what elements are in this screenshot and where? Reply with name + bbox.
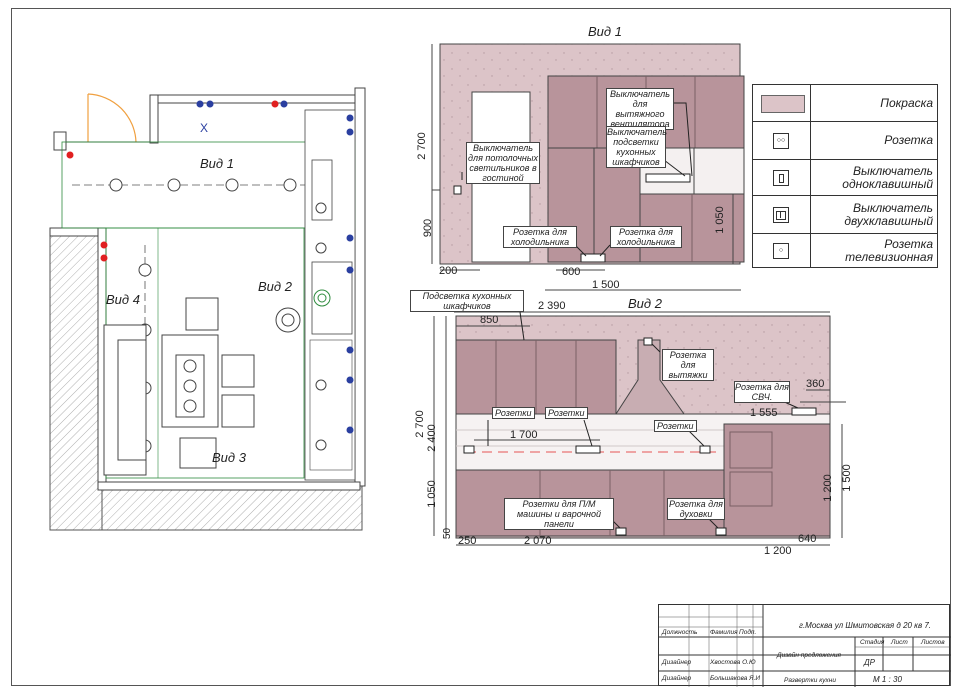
legend-tv-label: Розетка телевизионная bbox=[845, 236, 933, 264]
legend-row-switch2: Выключатель двухклавишный bbox=[753, 195, 937, 233]
elev1-switch-cab: Выключатель подсветки кухонных шкафчиков bbox=[606, 126, 667, 168]
elev1-dim-1500: 1 500 bbox=[592, 279, 620, 291]
tb-drawing: Развертки кухни bbox=[784, 677, 836, 684]
elev2-title: Вид 2 bbox=[628, 296, 662, 311]
tb-scale: М 1 : 30 bbox=[873, 675, 902, 684]
tb-stage-value: ДР bbox=[864, 658, 875, 667]
elev2-dim-640: 640 bbox=[798, 533, 817, 545]
elev2-dim-1700: 1 700 bbox=[510, 429, 538, 441]
tb-address: г.Москва ул Шмитовская д 20 кв 7. bbox=[799, 621, 932, 630]
tb-role1: Дизайнер bbox=[662, 659, 692, 666]
elev2-dim-1200-bottom: 1 200 bbox=[764, 545, 792, 557]
elev2-dim-1500-vertical: 1 500 bbox=[840, 464, 853, 492]
title-block-grid bbox=[659, 605, 951, 687]
elev2-dim-2390: 2 390 bbox=[538, 300, 566, 312]
title-block: г.Москва ул Шмитовская д 20 кв 7. Должно… bbox=[658, 604, 951, 687]
elev2-socket-hood: Розетка для вытяжки bbox=[662, 349, 714, 381]
elev2-dim-850: 850 bbox=[480, 314, 499, 326]
legend-switch1-label: Выключатель одноклавишный bbox=[842, 163, 933, 191]
elev1-title: Вид 1 bbox=[588, 24, 622, 39]
elev1-dim-600: 600 bbox=[562, 266, 581, 278]
svg-text:X: X bbox=[200, 121, 208, 135]
tb-sheets-label: Листов bbox=[921, 639, 945, 646]
tb-col-position: Должность bbox=[662, 629, 698, 636]
elev2-socket-oven: Розетка для духовки bbox=[667, 498, 725, 520]
elev1-switch-ceiling: Выключатель для потолочных светильников … bbox=[466, 142, 540, 184]
plan-view3-label: Вид 3 bbox=[212, 450, 246, 465]
tv-socket-icon: ○ bbox=[753, 234, 811, 267]
switch-double-icon bbox=[753, 196, 811, 233]
elev2-dim-50: 50 bbox=[442, 527, 454, 540]
plan-view1-label: Вид 1 bbox=[200, 156, 234, 171]
elev2-cab-light: Подсветка кухонных шкафчиков bbox=[410, 290, 524, 312]
legend-row-paint: Покраска bbox=[753, 85, 937, 121]
elev2-dim-1050: 1 050 bbox=[425, 480, 438, 508]
elev1-socket-fridge-2: Розетка для холодильника bbox=[610, 226, 682, 248]
elev2-dim-2700: 2 700 bbox=[413, 410, 426, 438]
elev2-sockets-1: Розетки bbox=[492, 407, 535, 419]
tb-name1: Хвостова О.Ю bbox=[710, 659, 756, 666]
tb-sheet-label: Лист bbox=[891, 639, 908, 646]
elev2-dim-2400: 2 400 bbox=[425, 424, 438, 452]
paint-swatch bbox=[753, 85, 811, 121]
elev2-socket-dish: Розетки для П/М машины и варочной панели bbox=[504, 498, 614, 530]
legend-socket-label: Розетка bbox=[884, 133, 933, 147]
switch-single-icon bbox=[753, 160, 811, 195]
tb-name2: Большакова Я.И bbox=[710, 675, 761, 682]
tb-col-surname: Фамилия bbox=[710, 629, 738, 636]
door-swing bbox=[87, 93, 137, 143]
elev1-dim-200: 200 bbox=[439, 265, 458, 277]
elev2-dim-1555: 1 555 bbox=[750, 407, 778, 419]
tb-project: Дизайн предложения bbox=[777, 652, 841, 659]
plan-view4-label: Вид 4 bbox=[106, 292, 140, 307]
legend-switch2-label: Выключатель двухклавишный bbox=[844, 200, 933, 228]
elev2-dim-1200-vertical: 1 200 bbox=[821, 474, 834, 502]
elev2-dim-250: 250 bbox=[458, 535, 477, 547]
tb-role2: Дизайнер bbox=[662, 675, 692, 682]
legend-row-socket: ○○ Розетка bbox=[753, 121, 937, 159]
legend-row-tv: ○ Розетка телевизионная bbox=[753, 233, 937, 267]
socket-icon: ○○ bbox=[753, 122, 811, 159]
elev2-sockets-3: Розетки bbox=[654, 420, 697, 432]
sheet-frame bbox=[11, 8, 951, 686]
legend: Покраска ○○ Розетка Выключатель одноклав… bbox=[752, 84, 938, 268]
tb-col-sign: Подп. bbox=[739, 629, 757, 636]
legend-paint-label: Покраска bbox=[880, 95, 933, 110]
elev2-dim-360: 360 bbox=[806, 378, 825, 390]
tb-stage-label: Стадия bbox=[860, 639, 885, 646]
elev2-dim-2070: 2 070 bbox=[524, 535, 552, 547]
elev2-socket-micro: Розетка для СВЧ. bbox=[734, 381, 790, 403]
elev1-socket-fridge-1: Розетка для холодильника bbox=[503, 226, 577, 248]
elev2-sockets-2: Розетки bbox=[545, 407, 588, 419]
plan-view2-label: Вид 2 bbox=[258, 279, 292, 294]
legend-row-switch1: Выключатель одноклавишный bbox=[753, 159, 937, 195]
